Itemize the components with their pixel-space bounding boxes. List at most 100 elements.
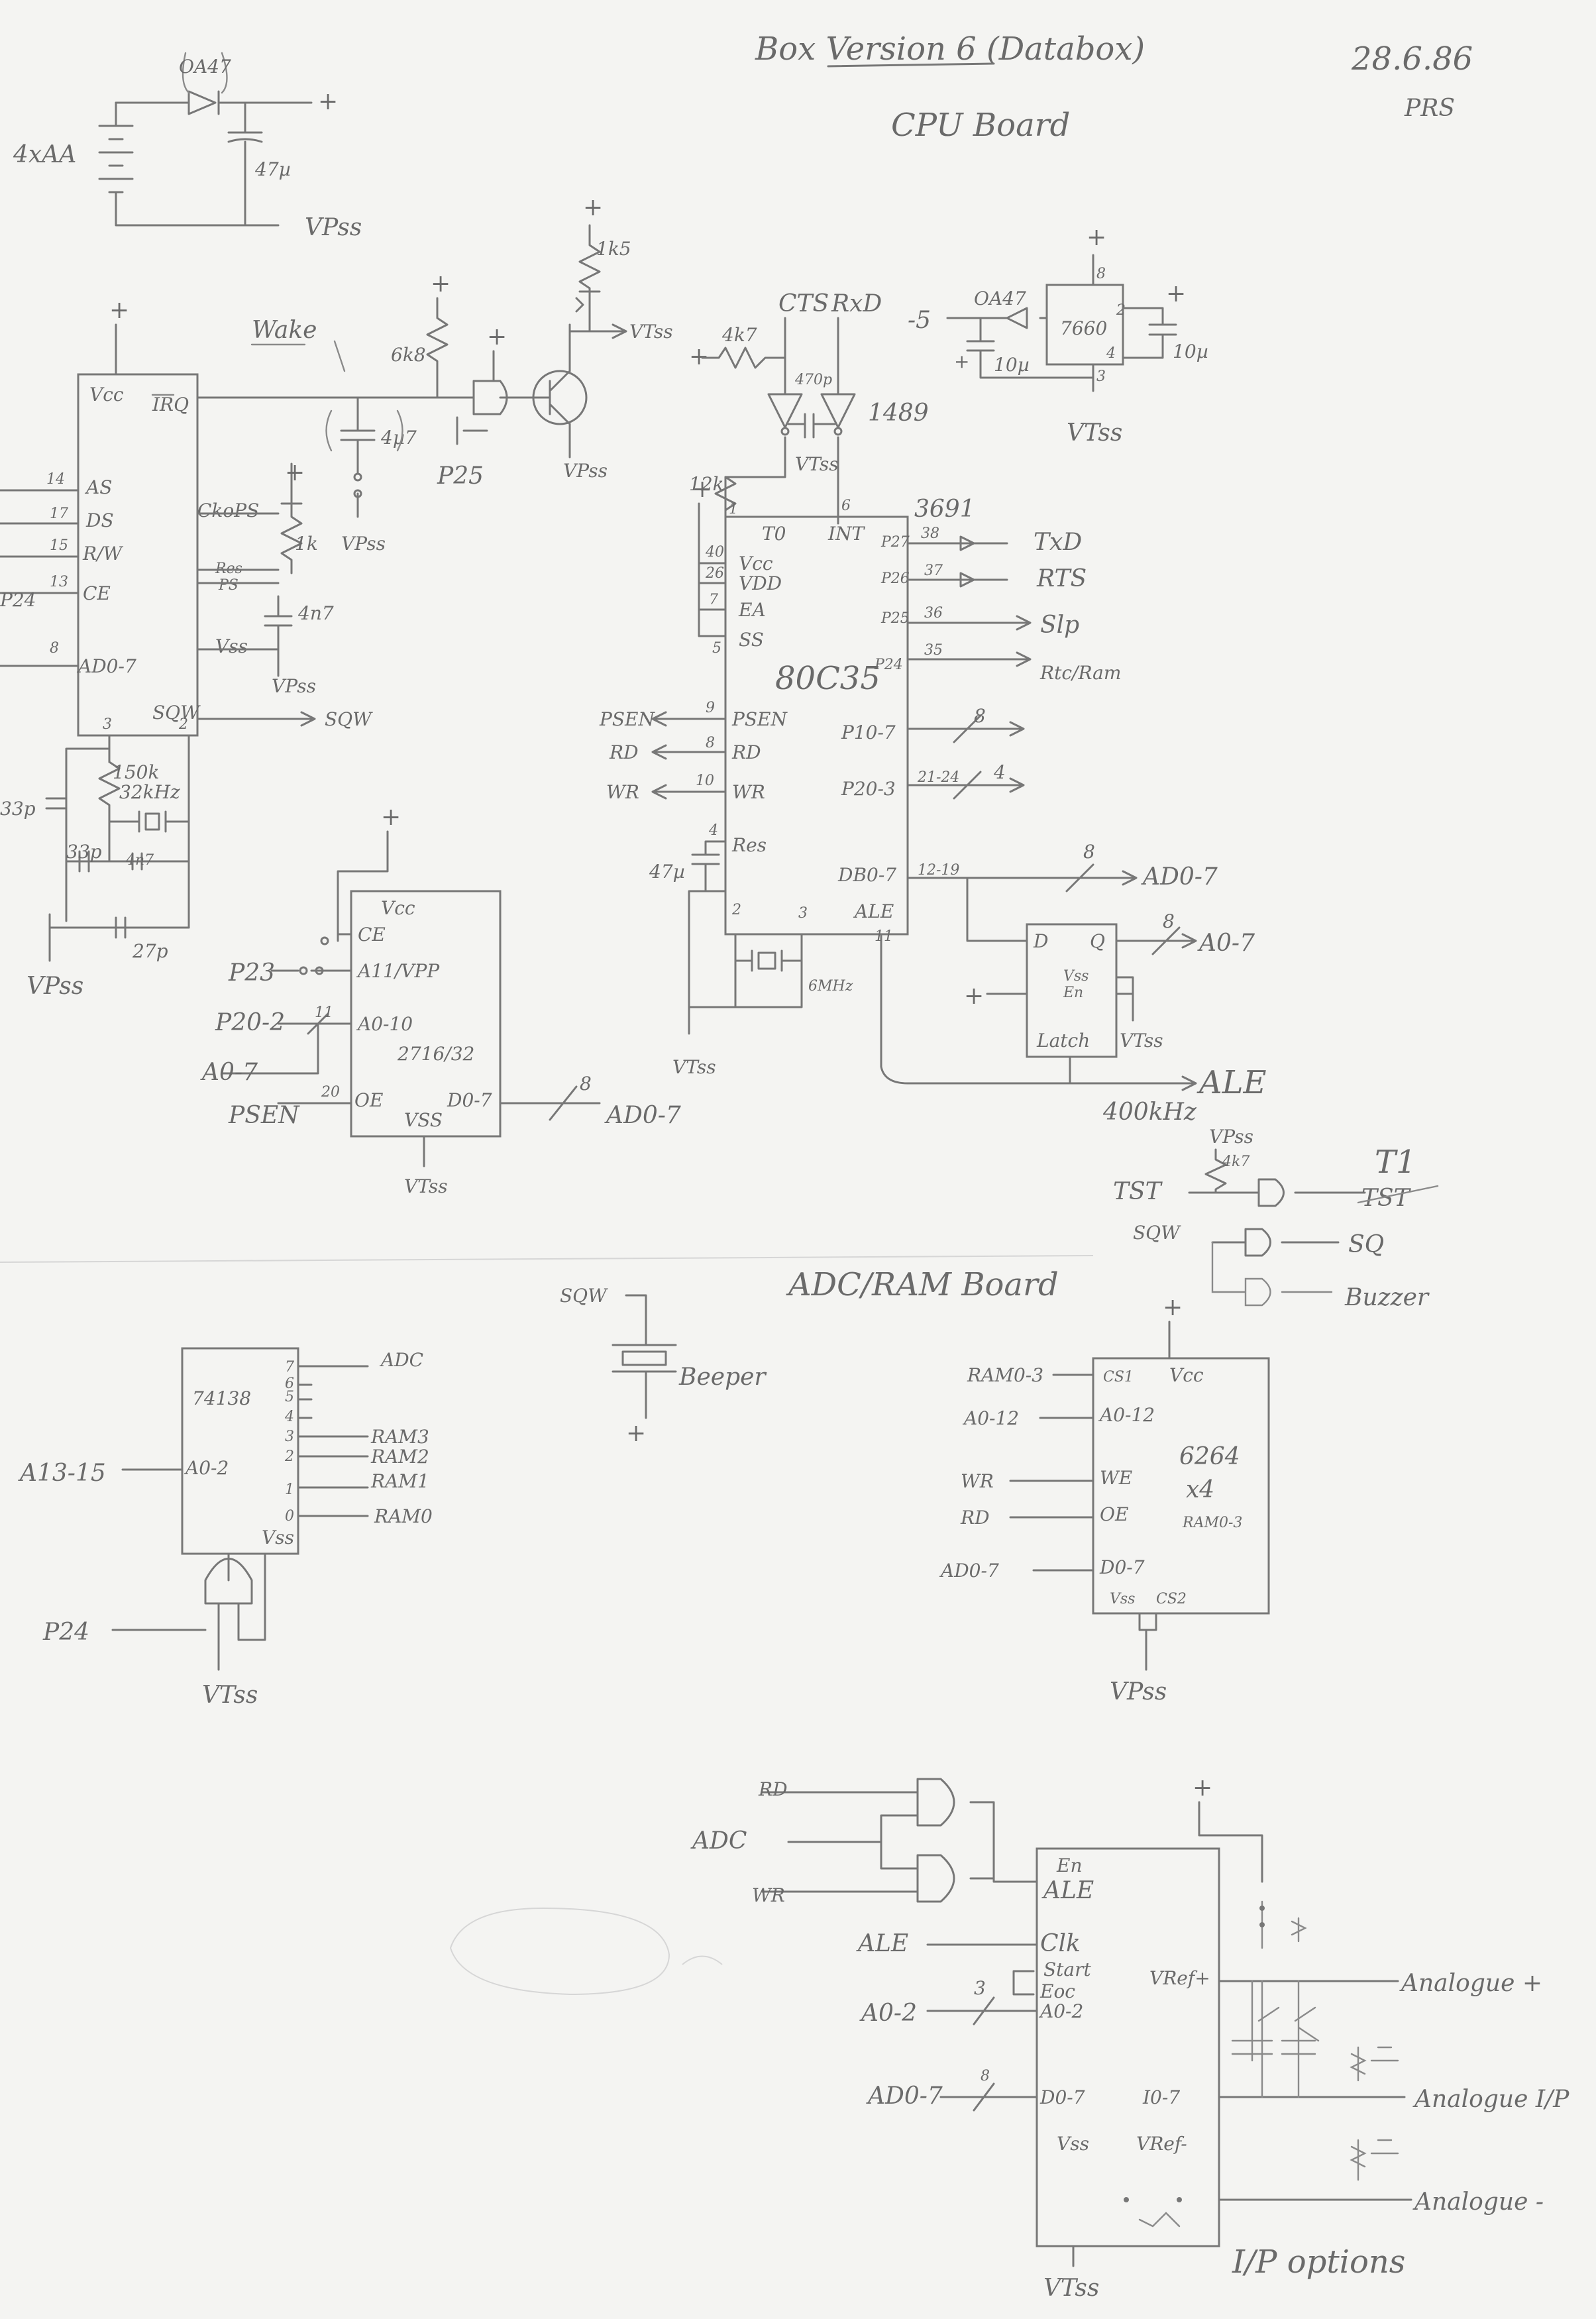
switch-contact-b: [353, 489, 362, 498]
cpu-wr: WR: [732, 781, 765, 803]
cpu-pin1: 1: [729, 501, 738, 517]
adc-in-rd: RD: [758, 1778, 788, 1800]
option-link-squiggle: [1138, 2212, 1181, 2228]
serial-p2: 2: [1116, 302, 1126, 319]
adc-options: I/P options: [1232, 2243, 1405, 2281]
pnp-transistor: [532, 370, 588, 425]
ram-cs2: CS2: [1156, 1591, 1187, 1607]
cpu-pin26: 26: [705, 565, 724, 582]
6k8-resistor: [426, 297, 449, 399]
cpu-res: Res: [731, 834, 767, 856]
eprom-p20: P20-2: [215, 1009, 285, 1036]
ram-6264: + CS1 Vcc A0-12 6264 x4 WE OE RAM0-3 D0-…: [939, 1294, 1270, 1705]
vtss-arrow: [612, 323, 627, 339]
150k-resistor: [98, 761, 121, 863]
rtc-33p-b: 33p: [66, 841, 102, 863]
ram-x4: x4: [1186, 1476, 1214, 1503]
buzzer-gate: [1211, 1241, 1333, 1307]
date-text: 28.6.86: [1351, 40, 1473, 78]
cpu-board-title: CPU Board: [891, 107, 1070, 144]
adc-d: D0-7: [1039, 2086, 1085, 2108]
sw-plus3: +: [583, 194, 603, 221]
27p-cap: [48, 916, 190, 939]
eprom-psen: PSEN: [228, 1102, 300, 1129]
4n7-cap: [264, 595, 293, 677]
oa47-diode-b: [946, 307, 1048, 329]
xtal-wires: [65, 734, 190, 929]
rtc-4n7b-label: 4n7: [125, 852, 154, 869]
1489-buffers: [767, 393, 856, 429]
cpu-wr-out: WR: [606, 781, 639, 803]
eprom-bus11: 11: [315, 1004, 333, 1021]
battery-label: 4xAA: [13, 141, 76, 168]
ram-d: D0-7: [1099, 1556, 1145, 1578]
eprom-oe: OE: [354, 1089, 383, 1111]
switch-contact-a: [353, 472, 362, 482]
cpu-pin8: 8: [706, 735, 715, 751]
latch-q: Q: [1090, 930, 1105, 952]
adc-supply-wires: [1198, 1801, 1263, 1883]
eprom-ce: CE: [358, 924, 386, 945]
adc-vtss: VTss: [1043, 2275, 1099, 2302]
power-vpss-label: VPss: [305, 214, 362, 241]
rtc-ps: PS: [218, 577, 239, 594]
serial-p4: 4: [1106, 345, 1116, 362]
adc-analogue-wires: [1218, 1980, 1412, 2201]
ale-arrow: [1181, 1075, 1197, 1091]
eprom-ad: AD0-7: [604, 1102, 681, 1129]
latch-ale: ALE: [1197, 1064, 1267, 1101]
decoder-vss: Vss: [262, 1527, 294, 1548]
eprom-p23: P23: [228, 959, 275, 987]
adc-0809: + RD ADC WR ALE A0-2 AD0-7 3 8 En ALE Cl…: [690, 1774, 1569, 2302]
diode-bracket: [182, 52, 228, 94]
gates-tst-struck: TST: [1361, 1185, 1412, 1212]
cpu-bus8: 8: [974, 705, 986, 727]
decoder-o6: 6: [285, 1375, 294, 1392]
tst-strikethrough: [1357, 1185, 1439, 1204]
sw-vtss: VTss: [629, 321, 673, 343]
battery-symbol: [98, 101, 280, 227]
rtc-right-pins: [196, 512, 280, 651]
rtc-sqw-out: SQW: [325, 708, 373, 730]
rtc-1k-label: 1k: [295, 533, 318, 555]
serial-input-wires: [784, 317, 839, 396]
eprom-box: [350, 890, 502, 1138]
decoder-p24: P24: [42, 1619, 89, 1646]
cpu-vcc: Vcc: [739, 553, 773, 574]
eprom-2716: + Vcc CE A11/VPP A0-10 2716/32 OE VSS D0…: [200, 804, 681, 1197]
ram-in-rd: RD: [960, 1507, 990, 1529]
latch-pins: 12-19: [918, 862, 959, 879]
title-text: Box Version 6 (Databox): [755, 30, 1145, 68]
adc-an-minus: Analogue -: [1412, 2188, 1544, 2216]
test-gates: VPss 4k7 TST T1 TST SQW SQ Buzzer: [1113, 1126, 1439, 1311]
rtc-chip: + Vcc IRQ AS DS R/W CE AD0-7 SQW CkoPS R…: [0, 297, 425, 1000]
power-diode-label: OA47: [179, 56, 231, 78]
33p-cap-a: [45, 797, 68, 810]
option-link-dot-a: [1259, 1906, 1265, 1911]
rtc-ckops: CkoPS: [197, 500, 259, 521]
eprom-bus8: 8: [580, 1073, 592, 1095]
cpu-bus-arrows: [953, 714, 1025, 800]
12k-resistor: [714, 476, 737, 518]
rtc-4n7-label: 4n7: [297, 602, 334, 624]
rtc-150k-label: 150k: [113, 761, 159, 783]
cpu-pin2124: 21-24: [917, 769, 959, 786]
latch-bus8c: 8: [1163, 910, 1175, 932]
rtc-pin8: 8: [50, 640, 59, 657]
decoder-o0: 0: [285, 1508, 294, 1525]
sw-plus: +: [431, 270, 451, 297]
adc-box: [1036, 1847, 1220, 2247]
adc-io: I0-7: [1142, 2086, 1180, 2108]
470p-cap: [787, 413, 836, 439]
cpu-part: 3691: [914, 496, 975, 523]
power-supply: 4xAA OA47 + 47µ VPss: [13, 52, 362, 241]
cpu-port2-out-wires: [906, 542, 1008, 581]
initials-text: PRS: [1404, 95, 1455, 122]
eprom-d: D0-7: [447, 1089, 492, 1111]
rtc-as: AS: [84, 476, 112, 498]
cpu-pin5: 5: [712, 640, 721, 657]
latch-bus8: 8: [1083, 841, 1095, 863]
latch-output-wires: [1115, 940, 1194, 1022]
adc-in-a02: A0-2: [859, 2000, 917, 2027]
